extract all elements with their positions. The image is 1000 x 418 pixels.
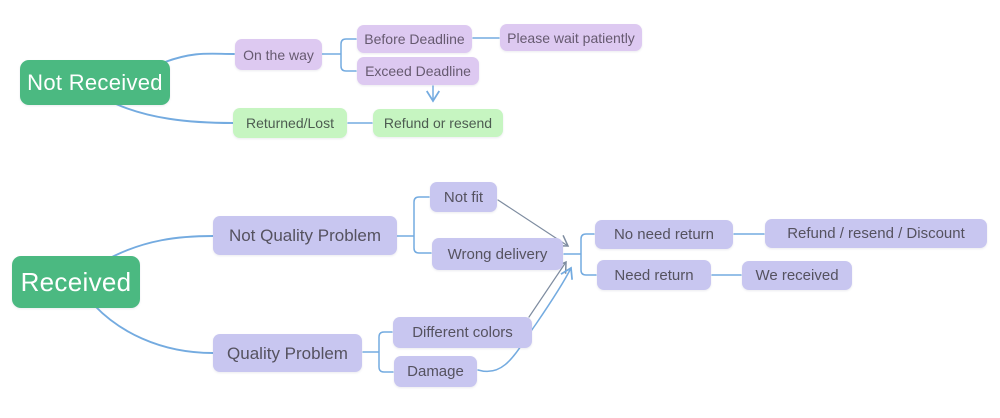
edge-received-notqualityproblem (109, 235, 214, 259)
node-wrong-delivery: Wrong delivery (432, 238, 563, 270)
edge-qp-bracket (362, 331, 394, 373)
node-quality-problem: Quality Problem (213, 334, 362, 372)
node-on-the-way: On the way (235, 39, 322, 70)
node-exceed-deadline: Exceed Deadline (357, 57, 479, 85)
edge-wrongdelivery-convergence (563, 233, 597, 276)
node-refund-or-resend: Refund or resend (373, 109, 503, 137)
node-received: Received (12, 256, 140, 308)
edge-differentcolors-arrow (528, 260, 567, 318)
node-not-fit: Not fit (430, 182, 497, 212)
edge-ontheway-bracket (321, 38, 357, 72)
edge-nqp-bracket (396, 196, 432, 254)
node-not-quality-problem: Not Quality Problem (213, 216, 397, 255)
node-we-received: We received (742, 261, 852, 290)
node-no-need-return: No need return (595, 220, 733, 249)
node-different-colors: Different colors (393, 317, 532, 348)
edge-received-qualityproblem (94, 305, 214, 354)
node-damage: Damage (394, 356, 477, 387)
edge-damage-curve (477, 266, 573, 373)
node-need-return: Need return (597, 260, 711, 290)
node-returned-lost: Returned/Lost (233, 108, 347, 138)
node-refund-resend-discount: Refund / resend / Discount (765, 219, 987, 248)
node-not-received: Not Received (20, 60, 170, 105)
node-please-wait-patiently: Please wait patiently (500, 24, 642, 51)
edge-notreceived-ontheway (164, 52, 235, 63)
node-before-deadline: Before Deadline (357, 25, 472, 53)
edge-notreceived-returnedlost (115, 103, 234, 124)
